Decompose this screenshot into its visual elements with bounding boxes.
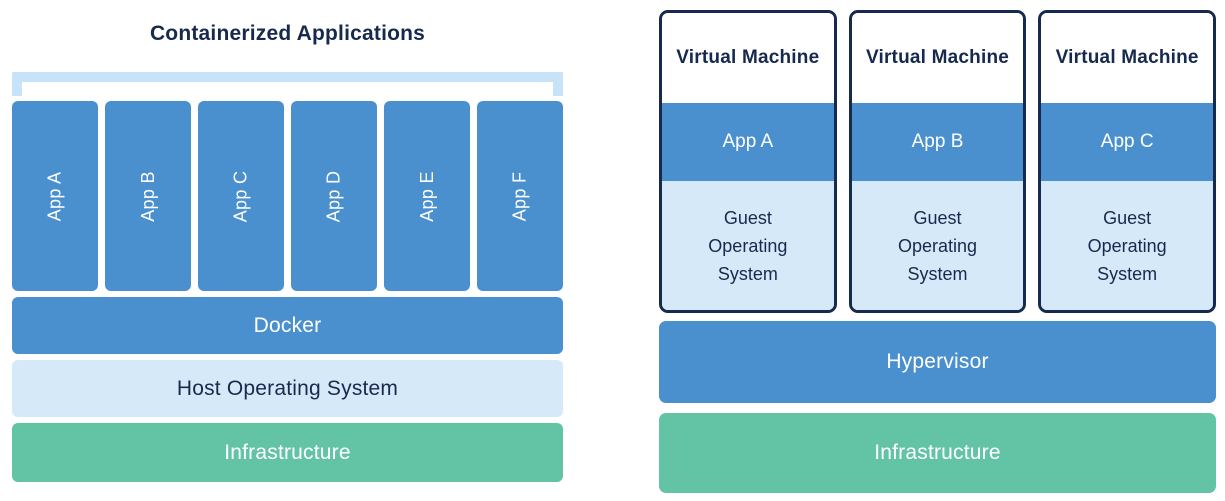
host-os-layer: Host Operating System [12,360,563,417]
containers-bracket [12,72,563,96]
container-app-c: App C [198,101,284,291]
containers-title: Containerized Applications [149,22,426,45]
vm-row: Virtual Machine App A Guest Operating Sy… [659,10,1217,313]
vm-3-guest-os: Guest Operating System [1041,181,1214,310]
vm-2-guest-os: Guest Operating System [851,181,1024,310]
container-app-a: App A [12,101,98,291]
infrastructure-layer-left: Infrastructure [12,423,563,482]
hypervisor-layer-label: Hypervisor [886,350,989,373]
container-app-b-label: App B [137,170,158,222]
container-app-c-label: App C [230,170,251,222]
vm-1-guest-os-label: Guest Operating System [708,207,788,284]
vm-2-title: Virtual Machine [851,13,1024,103]
infrastructure-layer-right: Infrastructure [659,413,1216,493]
vm-2-guest-os-label: Guest Operating System [897,207,978,284]
container-app-d: App D [291,101,377,291]
infrastructure-layer-left-label: Infrastructure [224,440,351,464]
container-apps-row: App A App B App C App D App E App F [12,101,563,291]
vm-1-title: Virtual Machine [662,13,834,103]
vms-panel: Virtual Machine App A Guest Operating Sy… [659,0,1217,501]
vm-box-1: Virtual Machine App A Guest Operating Sy… [659,10,837,313]
vm-1-app: App A [662,103,834,181]
container-app-e: App E [384,101,470,291]
container-app-f-label: App F [509,171,530,221]
vm-box-2: Virtual Machine App B Guest Operating Sy… [848,10,1027,313]
docker-layer: Docker [12,297,563,354]
container-app-e-label: App E [416,170,437,222]
vm-3-app: App C [1041,103,1214,181]
hypervisor-layer: Hypervisor [659,321,1216,403]
container-app-b: App B [105,101,191,291]
vm-3-title: Virtual Machine [1041,13,1214,103]
vm-2-app: App B [851,103,1024,181]
container-app-f: App F [477,101,563,291]
vm-box-3: Virtual Machine App C Guest Operating Sy… [1038,10,1217,313]
vm-1-guest-os: Guest Operating System [662,181,834,310]
vm-3-guest-os-label: Guest Operating System [1087,207,1167,284]
container-app-d-label: App D [323,170,344,222]
containers-panel: Containerized Applications App A App B A… [12,0,563,501]
host-os-layer-label: Host Operating System [176,376,399,400]
infrastructure-layer-right-label: Infrastructure [874,441,1001,464]
docker-layer-label: Docker [253,313,322,337]
container-app-a-label: App A [44,171,65,221]
